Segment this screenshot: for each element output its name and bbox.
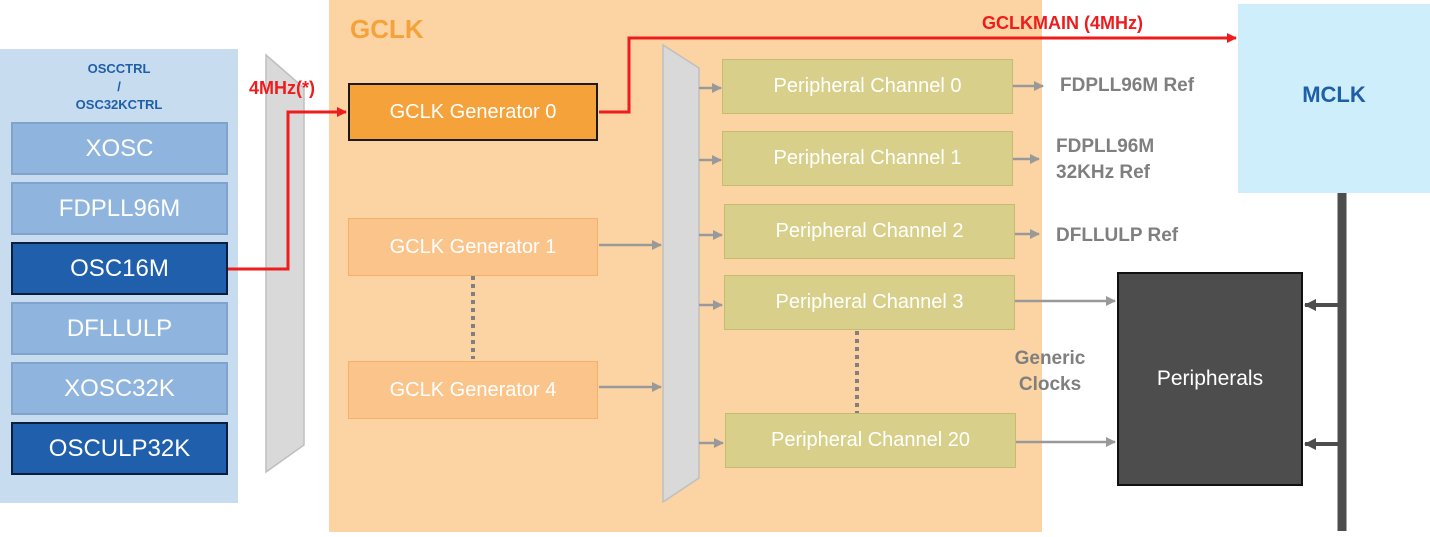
peripherals-label: Peripherals xyxy=(1156,367,1264,390)
oscillator-panel-title: OSCCTRL / OSC32KCTRL xyxy=(0,58,238,116)
ref-fdpll96m-32khz-line2: 32KHz Ref xyxy=(1056,162,1150,183)
osc-title-line2: / xyxy=(117,79,121,94)
osc-xosc: XOSC xyxy=(11,122,228,175)
osc-label: DFLLULP xyxy=(66,314,173,342)
mclk-title: MCLK xyxy=(1302,82,1366,107)
ref-fdpll96m-32khz-line1: FDPLL96M xyxy=(1056,136,1155,157)
mclk-panel xyxy=(1238,4,1430,193)
osc-dfllulp: DFLLULP xyxy=(11,302,228,355)
osc-xosc32k: XOSC32K xyxy=(11,362,228,415)
osc-label: XOSC32K xyxy=(64,374,175,402)
generic-clocks-label: Generic Clocks xyxy=(990,346,1110,398)
generator-label: GCLK Generator 4 xyxy=(389,378,557,401)
peripheral-channel-1: Peripheral Channel 1 xyxy=(722,131,1013,186)
osc-label: FDPLL96M xyxy=(58,194,181,222)
gclkmain-wire xyxy=(599,33,1237,114)
generator-label: GCLK Generator 1 xyxy=(389,235,557,258)
channel-label: Peripheral Channel 2 xyxy=(775,220,964,242)
osc-label: OSC16M xyxy=(70,254,169,282)
osc-osc16m: OSC16M xyxy=(11,242,228,295)
osc-label: OSCULP32K xyxy=(48,434,191,462)
gclkmain-label: GCLKMAIN (4MHz) xyxy=(982,13,1143,33)
generic-clocks-line1: Generic xyxy=(1014,348,1086,369)
peripherals-block: Peripherals xyxy=(1117,272,1303,486)
gclk-generator-4: GCLK Generator 4 xyxy=(348,361,598,419)
ref-fdpll96m-32khz: FDPLL96M 32KHz Ref xyxy=(1056,134,1154,186)
osc-title-line1: OSCCTRL xyxy=(87,61,151,76)
osc16m-to-mux-wire xyxy=(228,107,347,271)
osc-title-line3: OSC32KCTRL xyxy=(75,97,163,112)
generator-label: GCLK Generator 0 xyxy=(389,100,557,123)
peripheral-channel-0: Peripheral Channel 0 xyxy=(722,59,1013,114)
peripheral-channel-20: Peripheral Channel 20 xyxy=(725,413,1016,468)
peripheral-channel-3: Peripheral Channel 3 xyxy=(724,275,1015,330)
generic-clocks-line2: Clocks xyxy=(1018,374,1082,395)
ref-fdpll96m: FDPLL96M Ref xyxy=(1060,75,1195,96)
input-frequency-label: 4MHz(*) xyxy=(249,78,315,98)
channel-label: Peripheral Channel 3 xyxy=(775,291,964,313)
peripheral-channel-2: Peripheral Channel 2 xyxy=(724,204,1015,259)
osc-label: XOSC xyxy=(85,134,154,162)
channel-label: Peripheral Channel 1 xyxy=(773,147,962,169)
gclk-generator-0: GCLK Generator 0 xyxy=(348,83,598,141)
oscillator-mux xyxy=(265,53,305,474)
osc-fdpll96m: FDPLL96M xyxy=(11,182,228,235)
channel-label: Peripheral Channel 0 xyxy=(773,75,962,97)
osc-osculp32k: OSCULP32K xyxy=(11,422,228,475)
gclk-title: GCLK xyxy=(350,14,424,44)
channel-label: Peripheral Channel 20 xyxy=(770,429,971,451)
gclk-generator-1: GCLK Generator 1 xyxy=(348,218,598,276)
ref-dfllulp: DFLLULP Ref xyxy=(1056,225,1179,246)
generator-mux xyxy=(662,43,700,504)
